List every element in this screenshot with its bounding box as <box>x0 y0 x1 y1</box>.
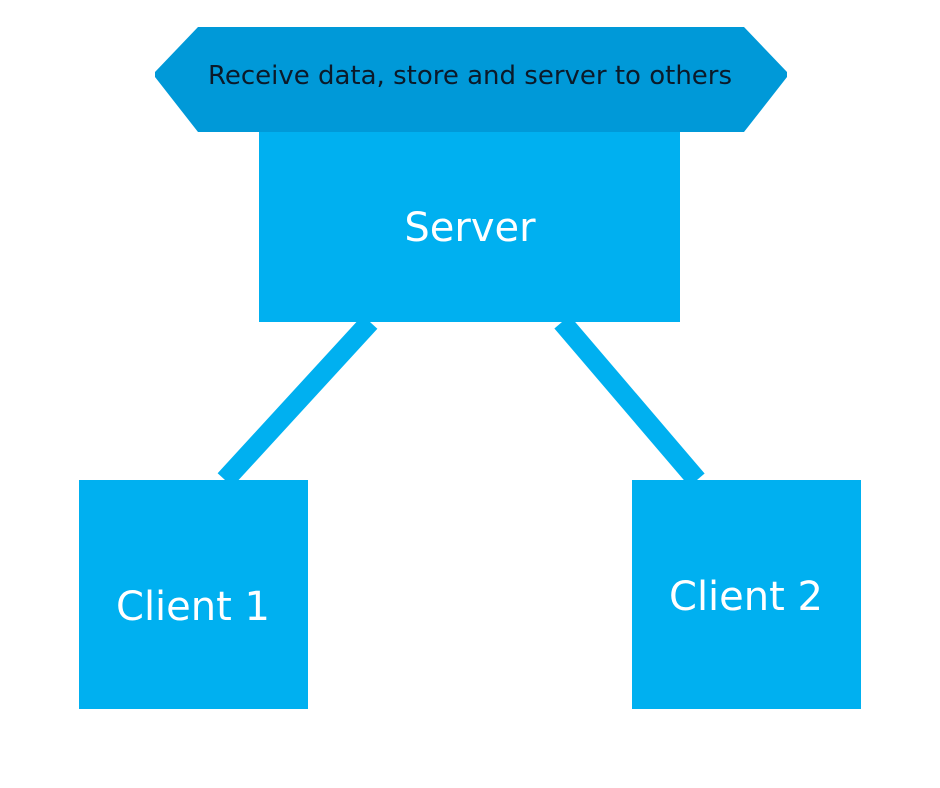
banner-text: Receive data, store and server to others <box>208 61 732 91</box>
connector-server-client-1 <box>217 315 378 487</box>
banner-octagon <box>155 27 787 132</box>
client-2-node <box>632 480 861 709</box>
connector-server-client-2 <box>554 315 705 487</box>
client-2-label: Client 2 <box>669 574 823 620</box>
client-1-node <box>79 480 308 709</box>
server-label: Server <box>404 205 536 251</box>
server-node <box>259 128 680 322</box>
client-1-label: Client 1 <box>116 584 270 630</box>
